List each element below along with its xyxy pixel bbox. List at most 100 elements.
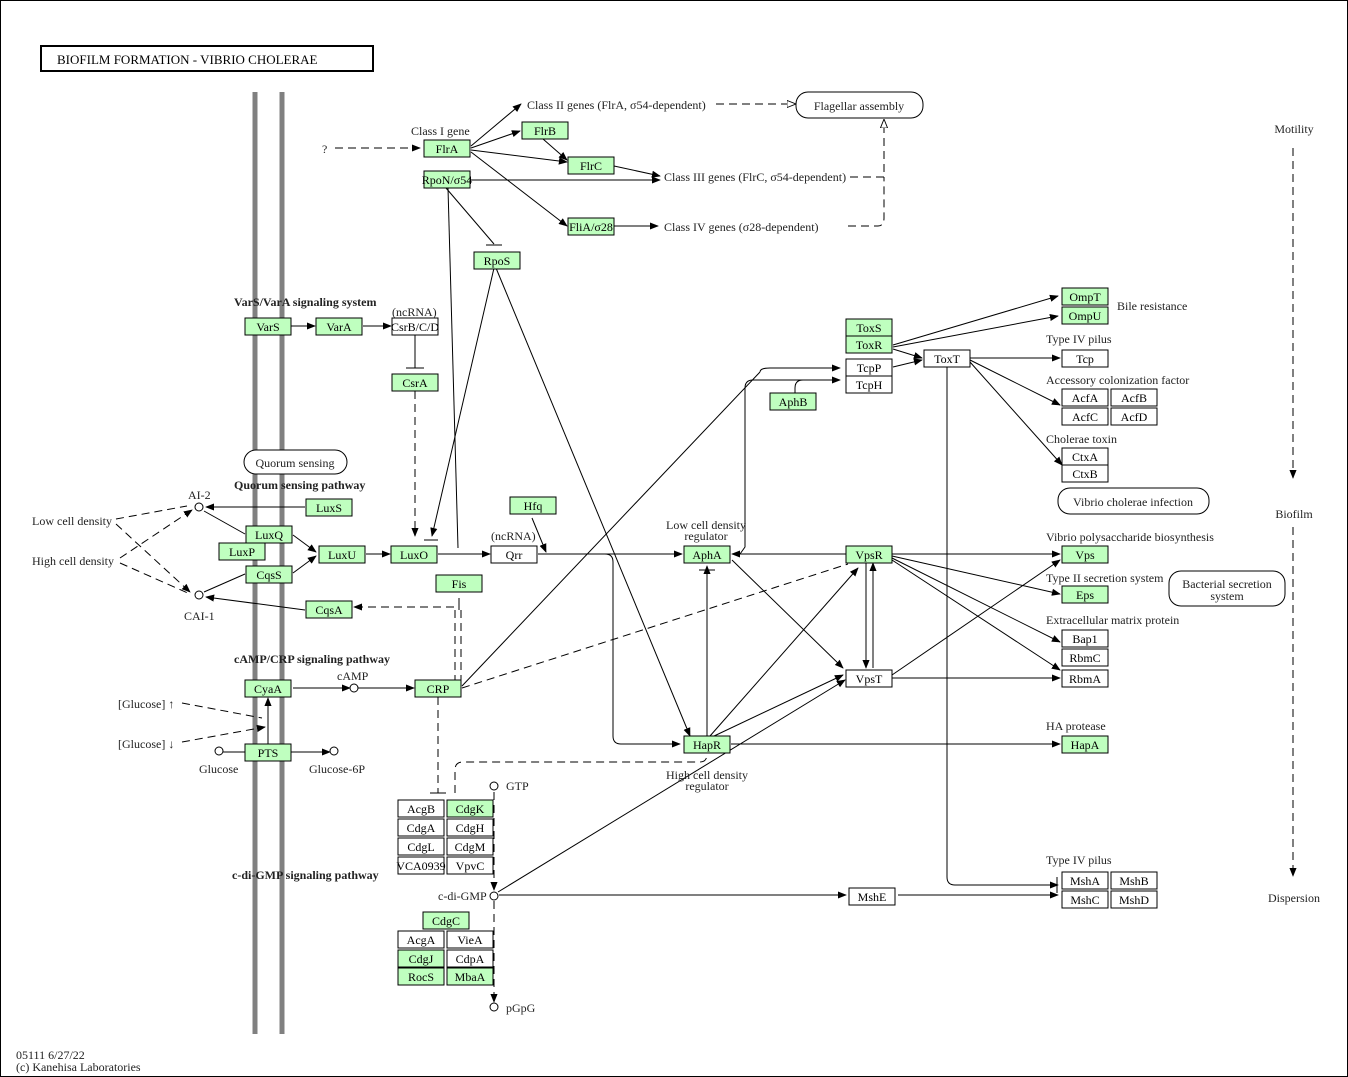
gene-luxp[interactable]: LuxP [218,542,266,561]
gene-ompu[interactable]: OmpU [1061,306,1109,325]
gene-mshb[interactable]: MshB [1110,871,1158,890]
gene-vpvc[interactable]: VpvC [446,856,494,875]
gene-toxs[interactable]: ToxS [845,318,893,337]
gene-box [1061,669,1109,688]
gene-vara[interactable]: VarA [315,317,363,336]
gene-box [1061,871,1109,890]
gene-hfq[interactable]: Hfq [509,496,557,515]
compound-gtp[interactable] [489,781,499,791]
gene-vpst[interactable]: VpsT [845,669,893,688]
ha-label: HA protease [1046,719,1106,733]
gene-rbmc[interactable]: RbmC [1061,648,1109,667]
gene-luxu[interactable]: LuxU [318,545,366,564]
gene-luxq[interactable]: LuxQ [245,525,293,544]
compound-cai1[interactable] [194,590,204,600]
gene-cdgj[interactable]: CdgJ [397,949,445,968]
gene-csra[interactable]: CsrA [391,373,439,392]
gene-luxo[interactable]: LuxO [390,545,438,564]
gene-rocs[interactable]: RocS [397,967,445,986]
gene-csrbcd[interactable]: CsrB/C/D [391,317,439,336]
gene-cdgc[interactable]: CdgC [422,911,470,930]
gene-aphb[interactable]: AphB [769,392,817,411]
map-label: Flagellar assembly [814,99,904,113]
gene-tcp[interactable]: Tcp [1061,349,1109,368]
gene-hapr[interactable]: HapR [683,735,731,754]
gene-apha[interactable]: AphA [683,545,731,564]
gene-vars[interactable]: VarS [244,317,292,336]
gene-cdgh[interactable]: CdgH [446,818,494,837]
gene-toxr[interactable]: ToxR [845,335,893,354]
section-camp: cAMP/CRP signaling pathway [234,652,390,666]
compound-glucose6p[interactable] [329,746,339,756]
gene-box [1061,648,1109,667]
phenotype-biofilm: Biofilm [1275,507,1313,521]
gene-tcpp[interactable]: TcpP [845,358,893,377]
gene-flrb[interactable]: FlrB [521,121,569,140]
gene-msha[interactable]: MshA [1061,871,1109,890]
gene-box [446,967,494,986]
gene-hapa[interactable]: HapA [1061,735,1109,754]
gene-pts[interactable]: PTS [244,743,292,762]
gene-fis[interactable]: Fis [435,574,483,593]
gene-box [218,542,266,561]
low-reg-label: regulator [684,529,727,543]
gene-label: RpoN/σ54 [422,173,472,187]
gene-cdgl[interactable]: CdgL [397,837,445,856]
map-vibrio-cholerae-infection[interactable]: Vibrio cholerae infection [1057,487,1210,515]
gene-flia[interactable]: FliA/σ28 [567,217,615,236]
gene-acgb[interactable]: AcgB [397,799,445,818]
compound-cdigmp[interactable] [489,891,499,901]
gene-mshd[interactable]: MshD [1110,890,1158,909]
gene-acfa[interactable]: AcfA [1061,388,1109,407]
gene-box [490,545,538,564]
gene-mbaa[interactable]: MbaA [446,967,494,986]
gene-luxs[interactable]: LuxS [305,498,353,517]
gene-ctxb[interactable]: CtxB [1061,464,1109,483]
gene-cdga[interactable]: CdgA [397,818,445,837]
gene-rbma[interactable]: RbmA [1061,669,1109,688]
gene-acfb[interactable]: AcfB [1110,388,1158,407]
gene-cyaa[interactable]: CyaA [244,679,292,698]
gene-flrc[interactable]: FlrC [567,156,615,175]
gene-eps[interactable]: Eps [1061,585,1109,604]
compound-glucose[interactable] [214,746,224,756]
gene-cdgk[interactable]: CdgK [446,799,494,818]
gene-bap1[interactable]: Bap1 [1061,629,1109,648]
map-bacterial-secretion-system[interactable]: Bacterial secretion system [1168,570,1286,607]
compound-camp[interactable] [349,683,359,693]
gene-mshe[interactable]: MshE [848,887,896,906]
gene-mshc[interactable]: MshC [1061,890,1109,909]
gene-crp[interactable]: CRP [414,679,462,698]
gene-flra[interactable]: FlrA [423,139,471,158]
gene-label: RocS [408,970,434,984]
gene-ctxa[interactable]: CtxA [1061,447,1109,466]
map-flagellar-assembly[interactable]: Flagellar assembly [795,91,924,119]
gene-cdpa[interactable]: CdpA [446,949,494,968]
gene-acga[interactable]: AcgA [397,930,445,949]
gene-rpos[interactable]: RpoS [473,251,521,270]
gene-vps[interactable]: Vps [1061,545,1109,564]
gene-toxt[interactable]: ToxT [923,349,971,368]
gene-tcph[interactable]: TcpH [845,375,893,394]
gene-rpon[interactable]: RpoN/σ54 [422,170,472,189]
gene-cqss[interactable]: CqsS [245,565,293,584]
gene-ompt[interactable]: OmpT [1061,287,1109,306]
gene-box [423,170,471,189]
gene-viea[interactable]: VieA [446,930,494,949]
gene-box [397,930,445,949]
compound-pgpg[interactable] [489,1002,499,1012]
gene-box [521,121,569,140]
gene-vca0939[interactable]: VCA0939 [396,856,446,875]
glucose-up-label: [Glucose] ↑ [118,697,174,711]
map-quorum-sensing[interactable]: Quorum sensing [243,449,348,475]
gene-cdgm[interactable]: CdgM [446,837,494,856]
gene-vpsr[interactable]: VpsR [845,545,893,564]
gene-acfc[interactable]: AcfC [1061,407,1109,426]
gene-box [845,545,893,564]
gene-qrr[interactable]: Qrr [490,545,538,564]
compound-ai2[interactable] [194,502,204,512]
gene-acfd[interactable]: AcfD [1110,407,1158,426]
gene-cqsa[interactable]: CqsA [305,600,353,619]
low-reg-label: Low cell density [666,518,746,532]
gene-box [315,317,363,336]
